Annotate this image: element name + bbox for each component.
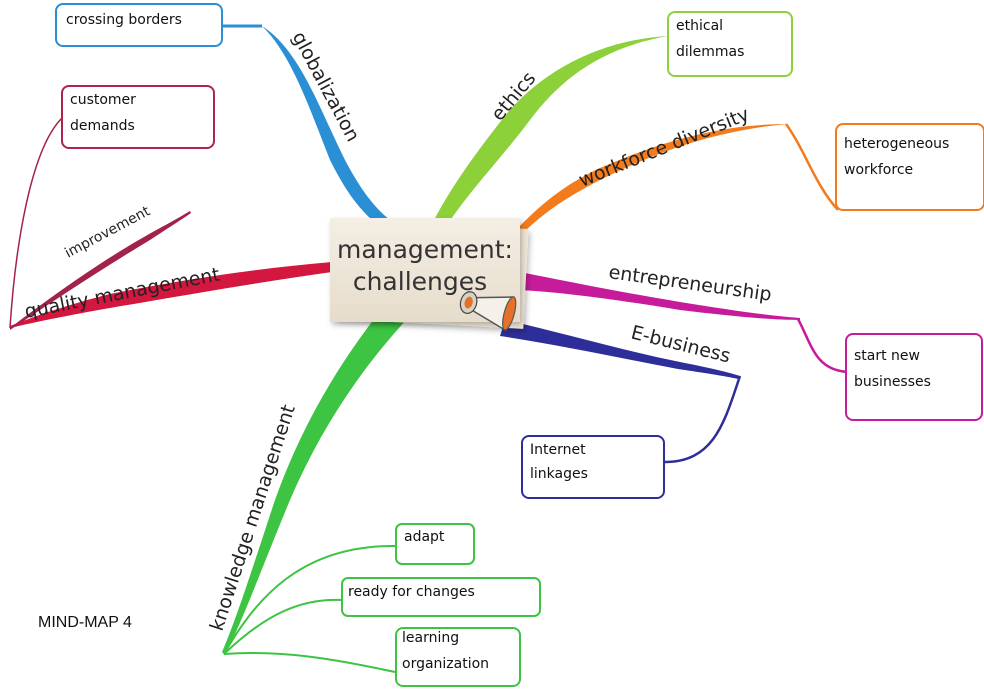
- svg-text:ethical: ethical: [676, 18, 723, 34]
- label-improvement: improvement: [62, 203, 153, 261]
- svg-text:crossing borders: crossing borders: [66, 12, 182, 28]
- svg-text:dilemmas: dilemmas: [676, 44, 744, 60]
- branch-entrepreneurship: [520, 272, 849, 374]
- branch-knowledge: [222, 305, 408, 673]
- branch-globalization: [222, 24, 395, 228]
- entrepreneurship-connector: [796, 318, 849, 374]
- workforce-connector: [784, 123, 839, 211]
- svg-text:heterogeneous: heterogeneous: [844, 136, 949, 152]
- improvement-ribbon: [10, 211, 191, 330]
- ebusiness-connector: [664, 375, 742, 464]
- knowledge-connector-adapt: [223, 544, 396, 655]
- megaphone-icon: [459, 291, 517, 332]
- box-internet-linkages: Internet linkages: [521, 435, 665, 499]
- svg-text:Internet: Internet: [530, 442, 586, 458]
- center-title-line1: management:: [337, 235, 513, 264]
- ebusiness-ribbon: [500, 320, 740, 379]
- knowledge-connector-learning: [223, 652, 396, 673]
- box-heterogeneous-workforce: heterogeneous workforce: [835, 123, 984, 211]
- box-adapt: adapt: [395, 523, 475, 565]
- box-learning-organization: learning organization: [395, 627, 521, 687]
- knowledge-connector-ready: [223, 598, 343, 655]
- svg-text:demands: demands: [70, 118, 135, 134]
- branch-ebusiness: [500, 320, 742, 464]
- branch-workforce: [516, 123, 839, 240]
- svg-text:organization: organization: [402, 656, 489, 672]
- branch-ethics: [433, 36, 668, 228]
- box-crossing-borders: crossing borders: [55, 3, 223, 47]
- center-title-line2: challenges: [353, 267, 487, 296]
- svg-text:businesses: businesses: [854, 374, 931, 390]
- svg-text:workforce: workforce: [844, 162, 913, 178]
- quality-ribbon: [10, 262, 332, 328]
- label-workforce: workforce diversity: [576, 103, 753, 192]
- label-knowledge: knowledge management: [206, 402, 300, 634]
- svg-text:customer: customer: [70, 92, 136, 108]
- box-start-new-businesses: start new businesses: [845, 333, 983, 421]
- caption: MIND-MAP 4: [38, 614, 132, 631]
- svg-text:learning: learning: [402, 630, 459, 646]
- box-customer-demands: customer demands: [61, 85, 215, 149]
- quality-connector: [9, 117, 63, 329]
- svg-text:start new: start new: [854, 348, 920, 364]
- ethics-ribbon: [433, 36, 668, 228]
- svg-text:adapt: adapt: [404, 529, 445, 545]
- knowledge-ribbon: [222, 305, 408, 655]
- globalization-ribbon: [262, 26, 395, 228]
- branch-quality: [9, 117, 332, 330]
- box-ready-for-changes: ready for changes: [341, 577, 541, 617]
- svg-text:linkages: linkages: [530, 466, 588, 482]
- svg-text:ready for changes: ready for changes: [348, 584, 475, 600]
- box-ethical-dilemmas: ethical dilemmas: [667, 11, 793, 77]
